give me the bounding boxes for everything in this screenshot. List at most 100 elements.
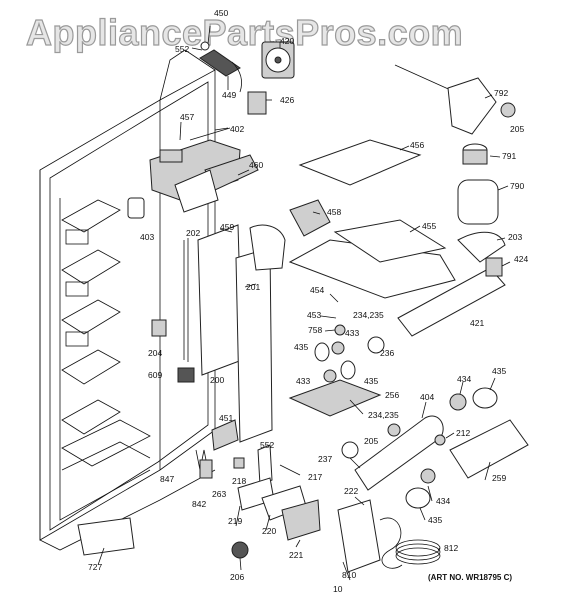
label-236: 236	[380, 348, 394, 358]
part-435-bulb[interactable]	[314, 342, 330, 362]
part-727-toe-grille[interactable]	[77, 517, 135, 556]
label-403: 403	[140, 232, 154, 242]
part-456-cover[interactable]	[298, 139, 422, 186]
label-434: 434	[457, 374, 471, 384]
label-435d: 435	[428, 515, 442, 525]
label-433b: 433	[296, 376, 310, 386]
label-217: 217	[308, 472, 322, 482]
label-420: 420	[280, 36, 294, 46]
part-435d-bulb[interactable]	[405, 487, 431, 509]
label-205: 205	[510, 124, 524, 134]
label-402: 402	[230, 124, 244, 134]
label-218: 218	[232, 476, 246, 486]
part-435c-bulb[interactable]	[472, 387, 498, 409]
part-434b[interactable]	[420, 468, 436, 484]
label-433: 433	[345, 328, 359, 338]
label-220: 220	[262, 526, 276, 536]
label-205b: 205	[364, 436, 378, 446]
label-202: 202	[186, 228, 200, 238]
label-451: 451	[219, 413, 233, 423]
air-duct-parts[interactable]	[127, 127, 259, 219]
label-792: 792	[494, 88, 508, 98]
label-449: 449	[222, 90, 236, 100]
label-237: 237	[318, 454, 332, 464]
label-552b: 552	[260, 440, 274, 450]
label-457: 457	[180, 112, 194, 122]
label-222: 222	[344, 486, 358, 496]
site-watermark: AppliancePartsPros.com	[25, 11, 464, 53]
part-451[interactable]	[211, 419, 239, 451]
refrigerator-case	[39, 49, 216, 551]
label-263: 263	[212, 489, 226, 499]
fan-assembly[interactable]	[199, 41, 295, 115]
label-234-235: 234,235	[353, 310, 384, 320]
label-256: 256	[385, 390, 399, 400]
art-number: (ART NO. WR18795 C)	[428, 573, 512, 582]
part-212[interactable]	[434, 434, 446, 446]
label-10: 10	[333, 584, 343, 594]
label-435: 435	[294, 342, 308, 352]
part-263[interactable]	[199, 459, 213, 479]
label-450: 450	[214, 8, 228, 18]
label-204: 204	[148, 348, 162, 358]
label-758: 758	[308, 325, 322, 335]
label-219: 219	[228, 516, 242, 526]
part-222[interactable]	[379, 517, 403, 569]
label-842: 842	[192, 499, 206, 509]
part-236[interactable]	[367, 336, 385, 354]
leader-lines	[97, 25, 511, 581]
part-758[interactable]	[334, 324, 346, 336]
label-727: 727	[88, 562, 102, 572]
label-421: 421	[470, 318, 484, 328]
label-552: 552	[175, 44, 189, 54]
label-234-235b: 234,235	[368, 410, 399, 420]
label-259: 259	[492, 473, 506, 483]
part-424[interactable]	[485, 257, 503, 277]
part-421-rail[interactable]	[397, 267, 506, 337]
label-212: 212	[456, 428, 470, 438]
label-426: 426	[280, 95, 294, 105]
part-455-frame[interactable]	[333, 219, 447, 263]
label-200: 200	[210, 375, 224, 385]
part-552b[interactable]	[257, 444, 273, 486]
label-404: 404	[420, 392, 434, 402]
label-460: 460	[249, 160, 263, 170]
part-434[interactable]	[449, 393, 467, 411]
label-810: 810	[342, 570, 356, 580]
part-433[interactable]	[331, 341, 345, 355]
part-205b[interactable]	[387, 423, 401, 437]
water-filter-parts[interactable]	[394, 64, 516, 263]
evaporator-cover[interactable]	[183, 199, 331, 443]
label-790: 790	[510, 181, 524, 191]
part-217[interactable]	[279, 464, 301, 476]
label-435c: 435	[492, 366, 506, 376]
part-221[interactable]	[281, 499, 321, 541]
part-218[interactable]	[233, 457, 245, 469]
part-609[interactable]	[177, 367, 195, 383]
part-206[interactable]	[231, 541, 249, 559]
part-259[interactable]	[449, 419, 529, 479]
label-455: 455	[422, 221, 436, 231]
part-204[interactable]	[151, 319, 167, 337]
label-206: 206	[230, 572, 244, 582]
label-791: 791	[502, 151, 516, 161]
label-609: 609	[148, 370, 162, 380]
label-435b: 435	[364, 376, 378, 386]
label-201: 201	[246, 282, 260, 292]
label-458: 458	[327, 207, 341, 217]
label-847: 847	[160, 474, 174, 484]
label-434b: 434	[436, 496, 450, 506]
part-810-tank[interactable]	[337, 499, 381, 573]
part-433b[interactable]	[323, 369, 337, 383]
label-459: 459	[220, 222, 234, 232]
label-221: 221	[289, 550, 303, 560]
label-454: 454	[310, 285, 324, 295]
callout-labels: 450 552 420 449 426 402 457 460 403 202 …	[88, 8, 528, 594]
label-453: 453	[307, 310, 321, 320]
label-456: 456	[410, 140, 424, 150]
part-237[interactable]	[341, 441, 359, 459]
part-256[interactable]	[288, 379, 382, 417]
part-435b-bulb[interactable]	[340, 360, 356, 380]
label-812: 812	[444, 543, 458, 553]
